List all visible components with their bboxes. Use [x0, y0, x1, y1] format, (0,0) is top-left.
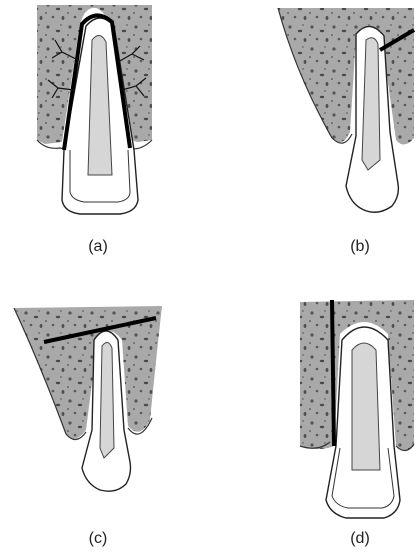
bone-c [14, 306, 162, 439]
panel-a-diagram [37, 5, 152, 214]
panel-c-label: (c) [78, 530, 118, 548]
panel-c-diagram [14, 306, 162, 491]
pulp-c [100, 342, 114, 458]
bone-b [278, 8, 414, 145]
fracture-d [332, 300, 334, 446]
panel-d-diagram [300, 300, 414, 518]
panel-d-label: (d) [340, 530, 380, 548]
panel-b-label: (b) [340, 238, 380, 256]
panel-b-diagram [278, 8, 414, 212]
pulp-d [352, 343, 380, 470]
panel-a-label: (a) [78, 238, 118, 256]
